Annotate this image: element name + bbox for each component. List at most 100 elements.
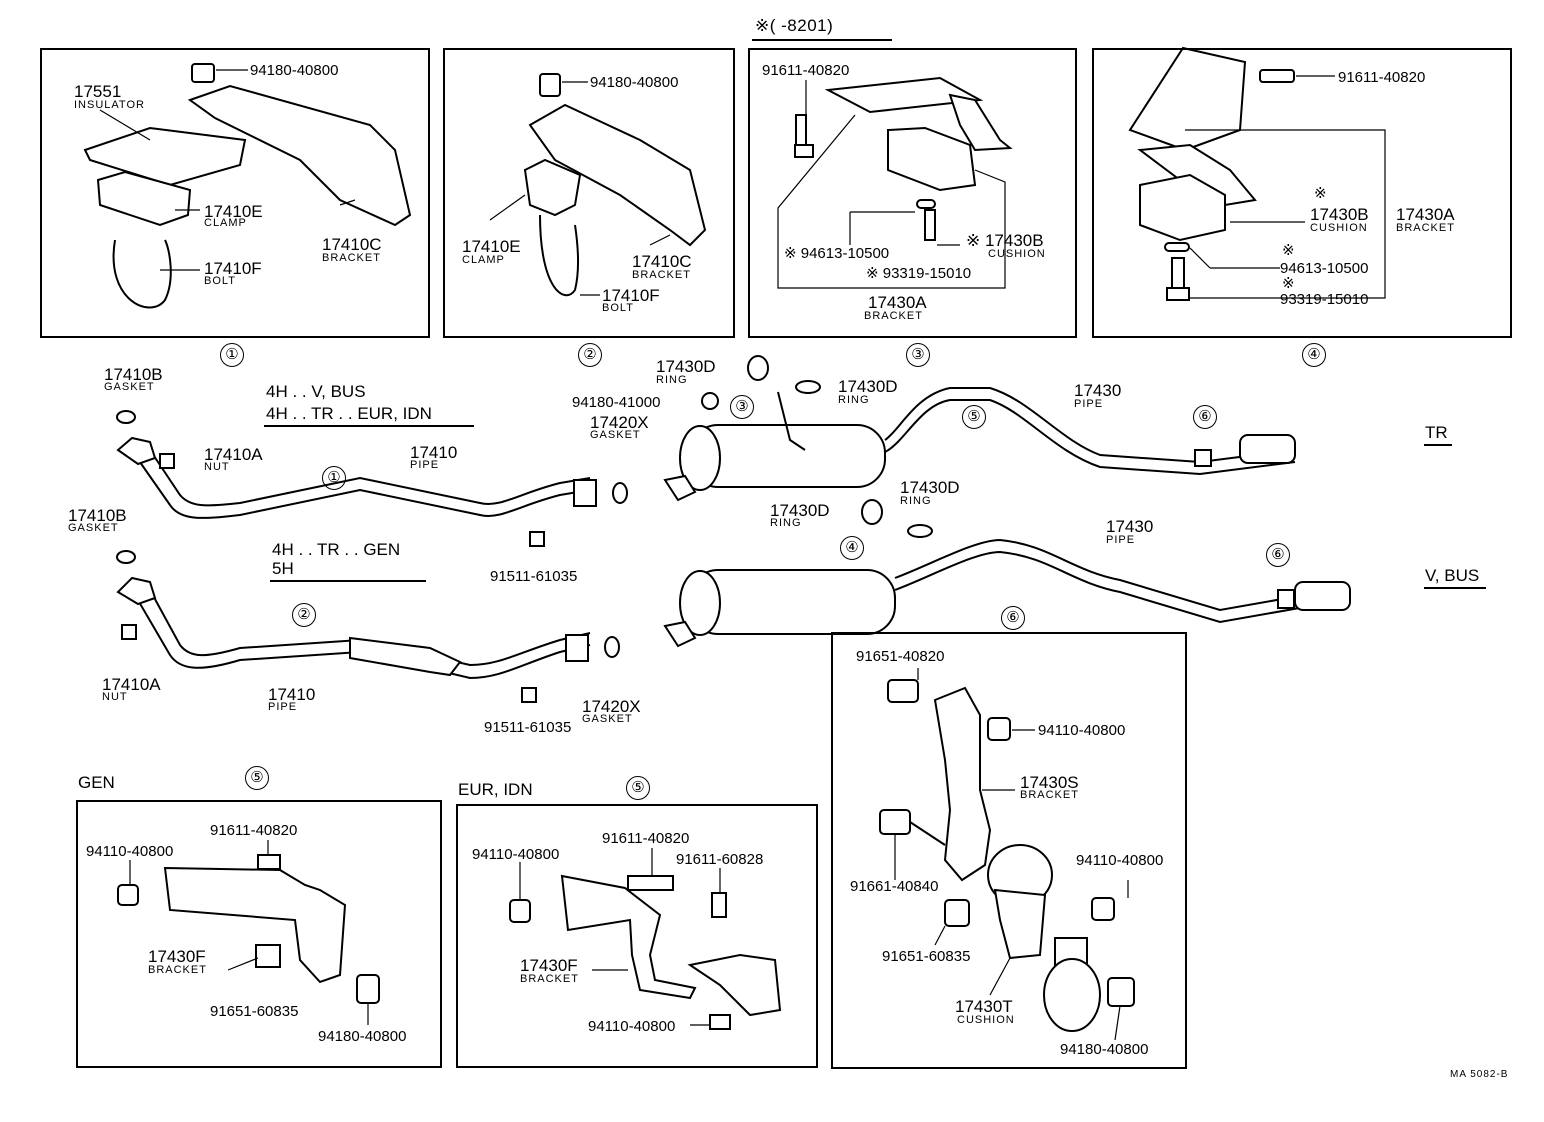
box-2	[443, 48, 735, 338]
pipe-2-name: PIPE	[268, 701, 298, 713]
callout-4: ④	[840, 536, 864, 560]
nut-1-name: NUT	[204, 461, 230, 473]
variant-tr-underline	[1424, 444, 1452, 446]
tail-pipe-2-number: 17430	[1106, 517, 1154, 536]
b3-cushion-number: ※ 17430B	[966, 231, 1044, 250]
hanger-nut-3-number: 94180-40800	[1060, 1041, 1149, 1058]
box2-artwork	[489, 73, 707, 297]
ring-3-number: 17430D	[770, 501, 830, 520]
box-1	[40, 48, 430, 338]
gasket-x-1-name: GASKET	[590, 429, 641, 441]
front-pipe-artwork	[116, 410, 628, 703]
nut-3-number: 94180-41000	[572, 394, 661, 411]
gasket-2-name: GASKET	[68, 522, 119, 534]
section-number-1: ①	[220, 343, 244, 367]
b3-screw-number: ※ 93319-15010	[866, 265, 972, 282]
tail-pipe-1-number: 17430	[1074, 381, 1122, 400]
gasket-x-1-number: 17420X	[590, 413, 649, 432]
gasket-x-2-number: 17420X	[582, 697, 641, 716]
header-date-range: ※( -8201)	[755, 16, 834, 35]
box1-artwork	[83, 63, 412, 309]
gen-title: GEN	[78, 773, 115, 792]
ring-1-number: 17430D	[656, 357, 716, 376]
b4-mark-1: ※	[1314, 185, 1327, 202]
tail-pipe-2-name: PIPE	[1106, 534, 1136, 546]
section-number-2: ②	[578, 343, 602, 367]
b2-clamp-name: CLAMP	[462, 254, 505, 266]
variant-vbus-underline	[1424, 587, 1486, 589]
variant-2-line-1: 4H . . TR . . GEN	[272, 540, 401, 559]
variant-1-line-2: 4H . . TR . . EUR, IDN	[266, 404, 432, 423]
section-number-6: ⑥	[1001, 606, 1025, 630]
ring-1-name: RING	[656, 374, 688, 386]
b4-cushion-number: 17430B	[1310, 205, 1369, 224]
eur-section-number: ⑤	[626, 776, 650, 800]
b2-bolt-name: BOLT	[602, 302, 634, 314]
box-eur	[456, 804, 818, 1068]
callout-1: ①	[322, 466, 346, 490]
gasket-1-name: GASKET	[104, 381, 155, 393]
hanger-stud-1-number: 91651-40820	[856, 648, 945, 665]
tail-pipe-1-name: PIPE	[1074, 398, 1104, 410]
eur-bolt-1-number: 91611-40820	[602, 830, 690, 847]
hanger-stud-3-number: 91651-60835	[882, 948, 971, 965]
b2-nut-number: 94180-40800	[590, 74, 679, 91]
ring-4-name: RING	[900, 495, 932, 507]
hanger-nut-2-number: 94110-40800	[1076, 852, 1164, 869]
variant-2-underline	[270, 580, 426, 582]
callout-6-vbus: ⑥	[1266, 543, 1290, 567]
b1-bracket-number: 17410C	[322, 235, 382, 254]
footer-code: MA 5082-B	[1450, 1069, 1509, 1080]
nut-1-number: 17410A	[204, 445, 263, 464]
bolt-1-number: 91511-61035	[490, 568, 578, 585]
box-4	[1092, 48, 1512, 338]
b1-clamp-name: CLAMP	[204, 217, 247, 229]
b3-bolt-number: 91611-40820	[762, 62, 850, 79]
hanger-stud-2-number: 91661-40840	[850, 878, 939, 895]
eur-title: EUR, IDN	[458, 780, 533, 799]
eur-bolt-2-number: 91611-60828	[676, 851, 764, 868]
b3-bracket-number: 17430A	[868, 293, 927, 312]
b4-bolt-number: 91611-40820	[1338, 69, 1426, 86]
gen-nut-1-number: 94110-40800	[86, 843, 174, 860]
eur-bracket-number: 17430F	[520, 956, 578, 975]
hanger-cushion-name: CUSHION	[957, 1014, 1015, 1026]
variant-tr: TR	[1425, 423, 1448, 442]
eur-nut-1-number: 94110-40800	[472, 846, 560, 863]
gen-section-number: ⑤	[245, 766, 269, 790]
variant-1-line-1: 4H . . V, BUS	[266, 382, 366, 401]
gen-bolt-number: 91611-40820	[210, 822, 298, 839]
b3-bracket-name: BRACKET	[864, 310, 923, 322]
eur-nut-2-number: 94110-40800	[588, 1018, 676, 1035]
gen-nut-2-number: 94180-40800	[318, 1028, 407, 1045]
nut-2-name: NUT	[102, 691, 128, 703]
ring-4-number: 17430D	[900, 478, 960, 497]
gasket-x-2-name: GASKET	[582, 713, 633, 725]
b2-bracket-name: BRACKET	[632, 269, 691, 281]
b1-bolt-name: BOLT	[204, 275, 236, 287]
bolt-2-number: 91511-61035	[484, 719, 572, 736]
gasket-1-number: 17410B	[104, 365, 163, 384]
b2-bolt-number: 17410F	[602, 286, 660, 305]
gen-bracket-name: BRACKET	[148, 964, 207, 976]
b4-washer-number: 94613-10500	[1280, 260, 1369, 277]
pipe-1-name: PIPE	[410, 459, 440, 471]
b4-mark-2: ※	[1282, 242, 1295, 259]
gasket-2-number: 17410B	[68, 506, 127, 525]
hanger-cushion-number: 17430T	[955, 997, 1013, 1016]
hanger-artwork	[879, 668, 1135, 1041]
callout-6-tr: ⑥	[1193, 405, 1217, 429]
b4-cushion-name: CUSHION	[1310, 222, 1368, 234]
gen-stud-number: 91651-60835	[210, 1003, 299, 1020]
eur-bracket-name: BRACKET	[520, 973, 579, 985]
nut-2-number: 17410A	[102, 675, 161, 694]
hanger-nut-1-number: 94110-40800	[1038, 722, 1126, 739]
box-3	[748, 48, 1077, 338]
b1-bracket-name: BRACKET	[322, 252, 381, 264]
eur-artwork	[509, 848, 782, 1030]
hanger-bracket-name: BRACKET	[1020, 789, 1079, 801]
b4-bracket-name: BRACKET	[1396, 222, 1455, 234]
b1-clamp-number: 17410E	[204, 202, 263, 221]
